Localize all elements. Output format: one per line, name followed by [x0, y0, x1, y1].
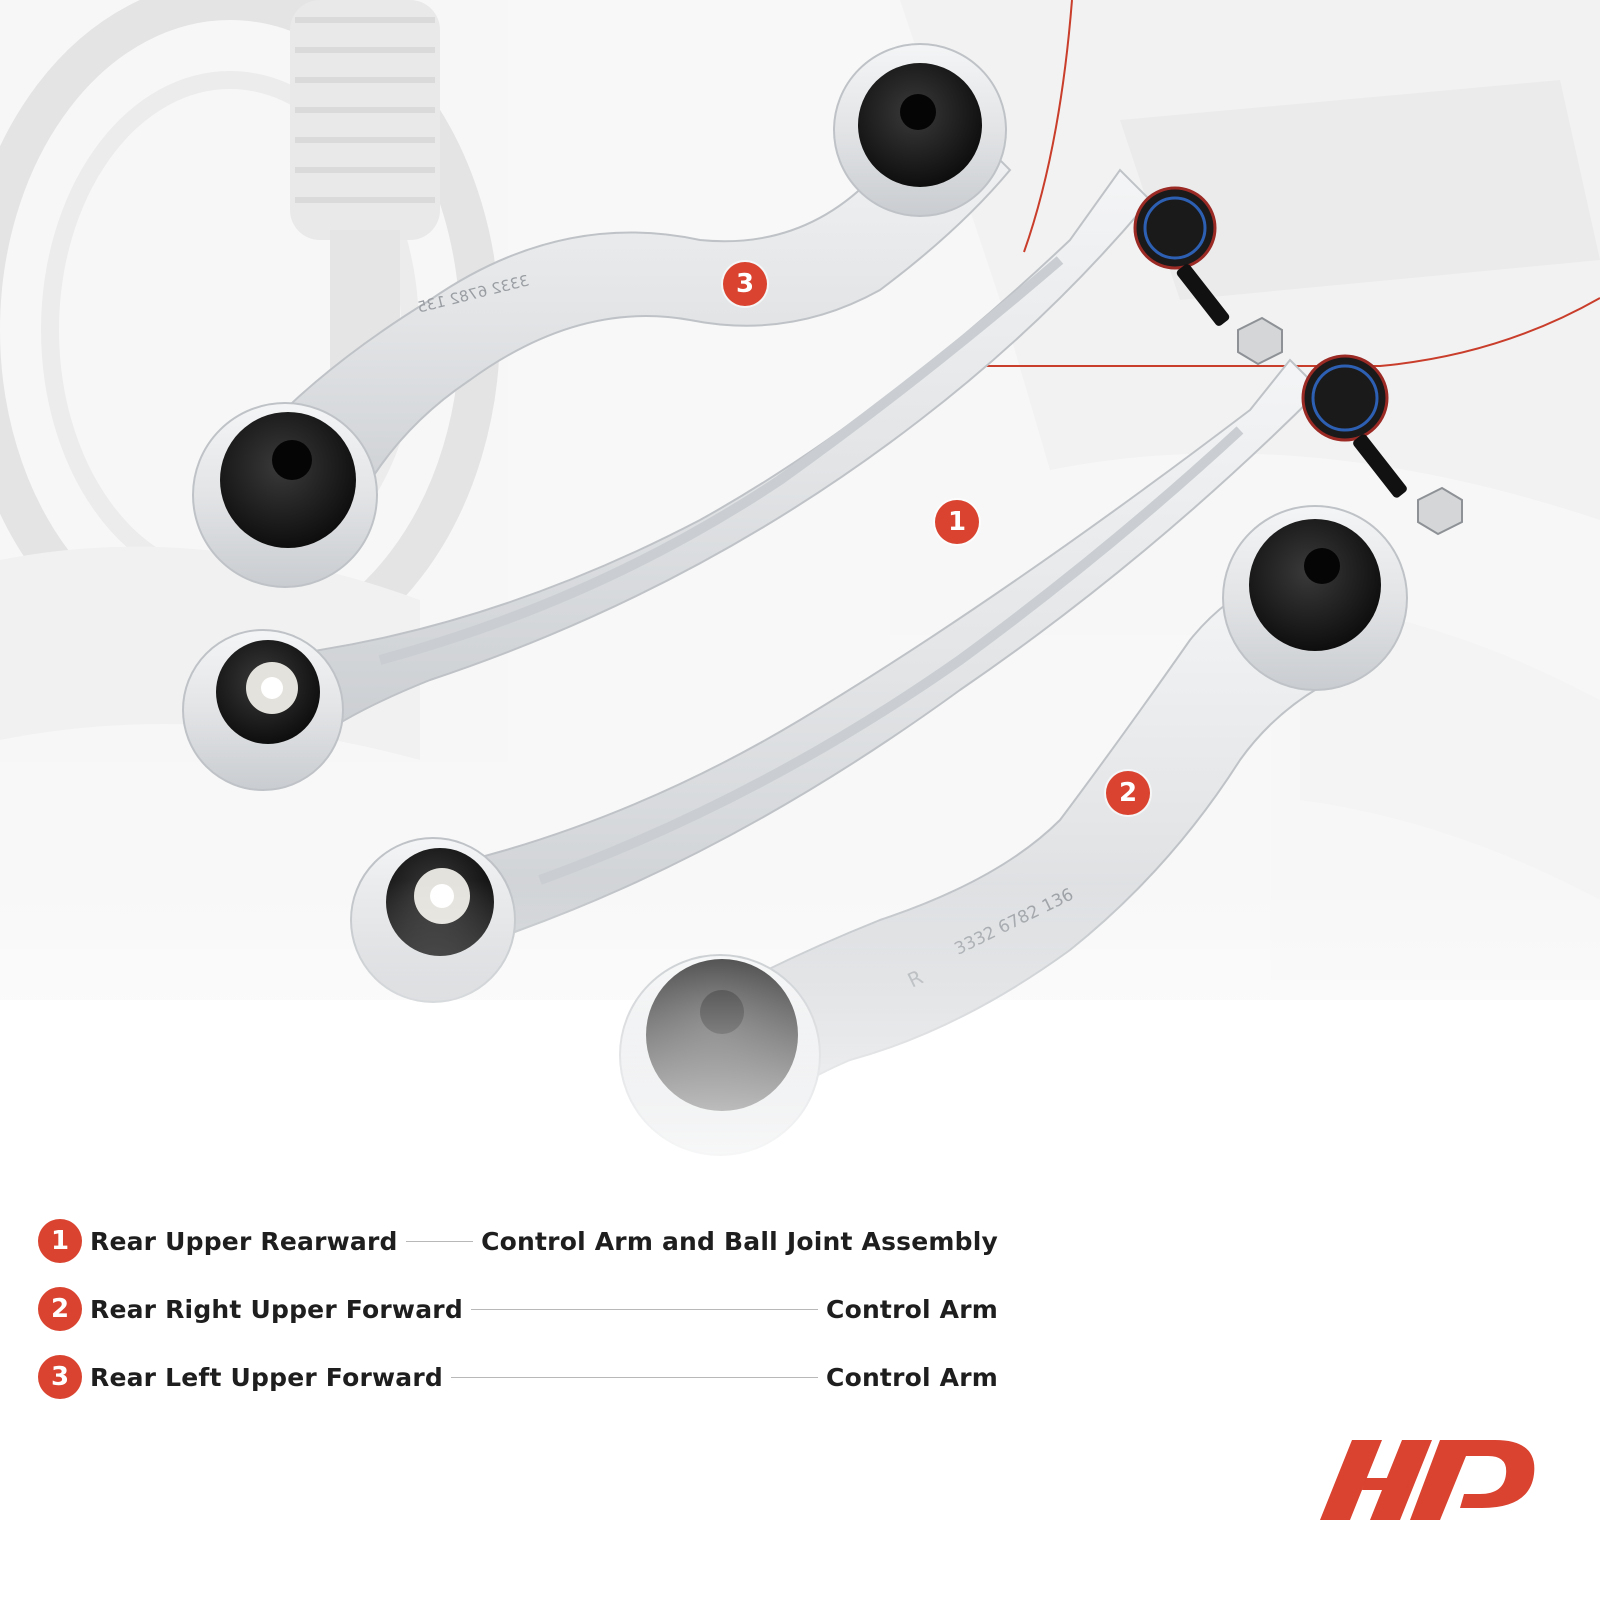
callout-1-label: 1: [947, 507, 967, 537]
callout-2: 2: [1106, 771, 1150, 815]
legend-leader-1: [405, 1240, 474, 1242]
legend-leader-2: [470, 1308, 819, 1310]
legend-row-2: 2 Rear Right Upper Forward Control Arm: [38, 1286, 998, 1332]
legend-row-3: 3 Rear Left Upper Forward Control Arm: [38, 1354, 998, 1400]
legend-row-1: 1 Rear Upper Rearward Control Arm and Ba…: [38, 1218, 998, 1264]
legend-desc-2: Control Arm: [826, 1294, 998, 1324]
legend-desc-1: Control Arm and Ball Joint Assembly: [481, 1226, 998, 1256]
legend-label-3: Rear Left Upper Forward: [90, 1362, 443, 1392]
legend-label-1: Rear Upper Rearward: [90, 1226, 398, 1256]
callout-1: 1: [935, 500, 979, 544]
legend-number-1: 1: [38, 1219, 82, 1263]
legend-label-2: Rear Right Upper Forward: [90, 1294, 463, 1324]
legend-number-3: 3: [38, 1355, 82, 1399]
ap-brand-logo-icon: [1320, 1440, 1535, 1520]
callout-2-label: 2: [1118, 778, 1138, 808]
callout-3-label: 3: [735, 269, 755, 299]
legend-leader-3: [450, 1376, 819, 1378]
callout-3: 3: [723, 262, 767, 306]
legend-number-2: 2: [38, 1287, 82, 1331]
legend-desc-3: Control Arm: [826, 1362, 998, 1392]
